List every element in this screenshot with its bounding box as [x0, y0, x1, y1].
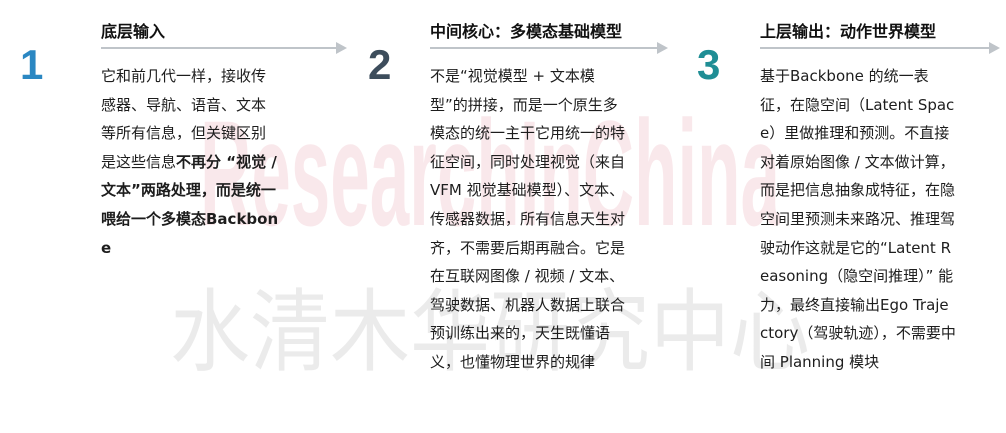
step-3-arrow-line [760, 47, 990, 49]
step-1-arrow-line [101, 47, 337, 49]
step-2-arrow-head-icon [657, 42, 668, 54]
step-3-arrow-head-icon [989, 42, 1000, 54]
step-2-title: 中间核心：多模态基础模型 [430, 22, 623, 41]
step-1-emphasis: 不再分 “视觉 / 文本”两路处理，而是统一喂给一个多模态Backbone [101, 152, 279, 257]
step-1-arrow-head-icon [336, 42, 347, 54]
step-3-title: 上层输出：动作世界模型 [760, 22, 937, 41]
step-2-number: 2 [368, 41, 392, 88]
step-1-number: 1 [20, 41, 44, 88]
step-2-description: 不是“视觉模型 + 文本模型”的拼接，而是一个原生多模态的统一主干它用统一的特征… [430, 67, 626, 371]
step-3-description: 基于Backbone 的统一表征，在隐空间（Latent Space）里做推理和… [760, 67, 956, 371]
step-3-number: 3 [697, 41, 721, 88]
step-2-arrow-line [430, 47, 658, 49]
step-1-title: 底层输入 [101, 22, 166, 41]
step-1-description: 它和前几代一样，接收传感器、导航、语音、文本等所有信息，但关键区别是这些信息不再… [101, 67, 279, 257]
